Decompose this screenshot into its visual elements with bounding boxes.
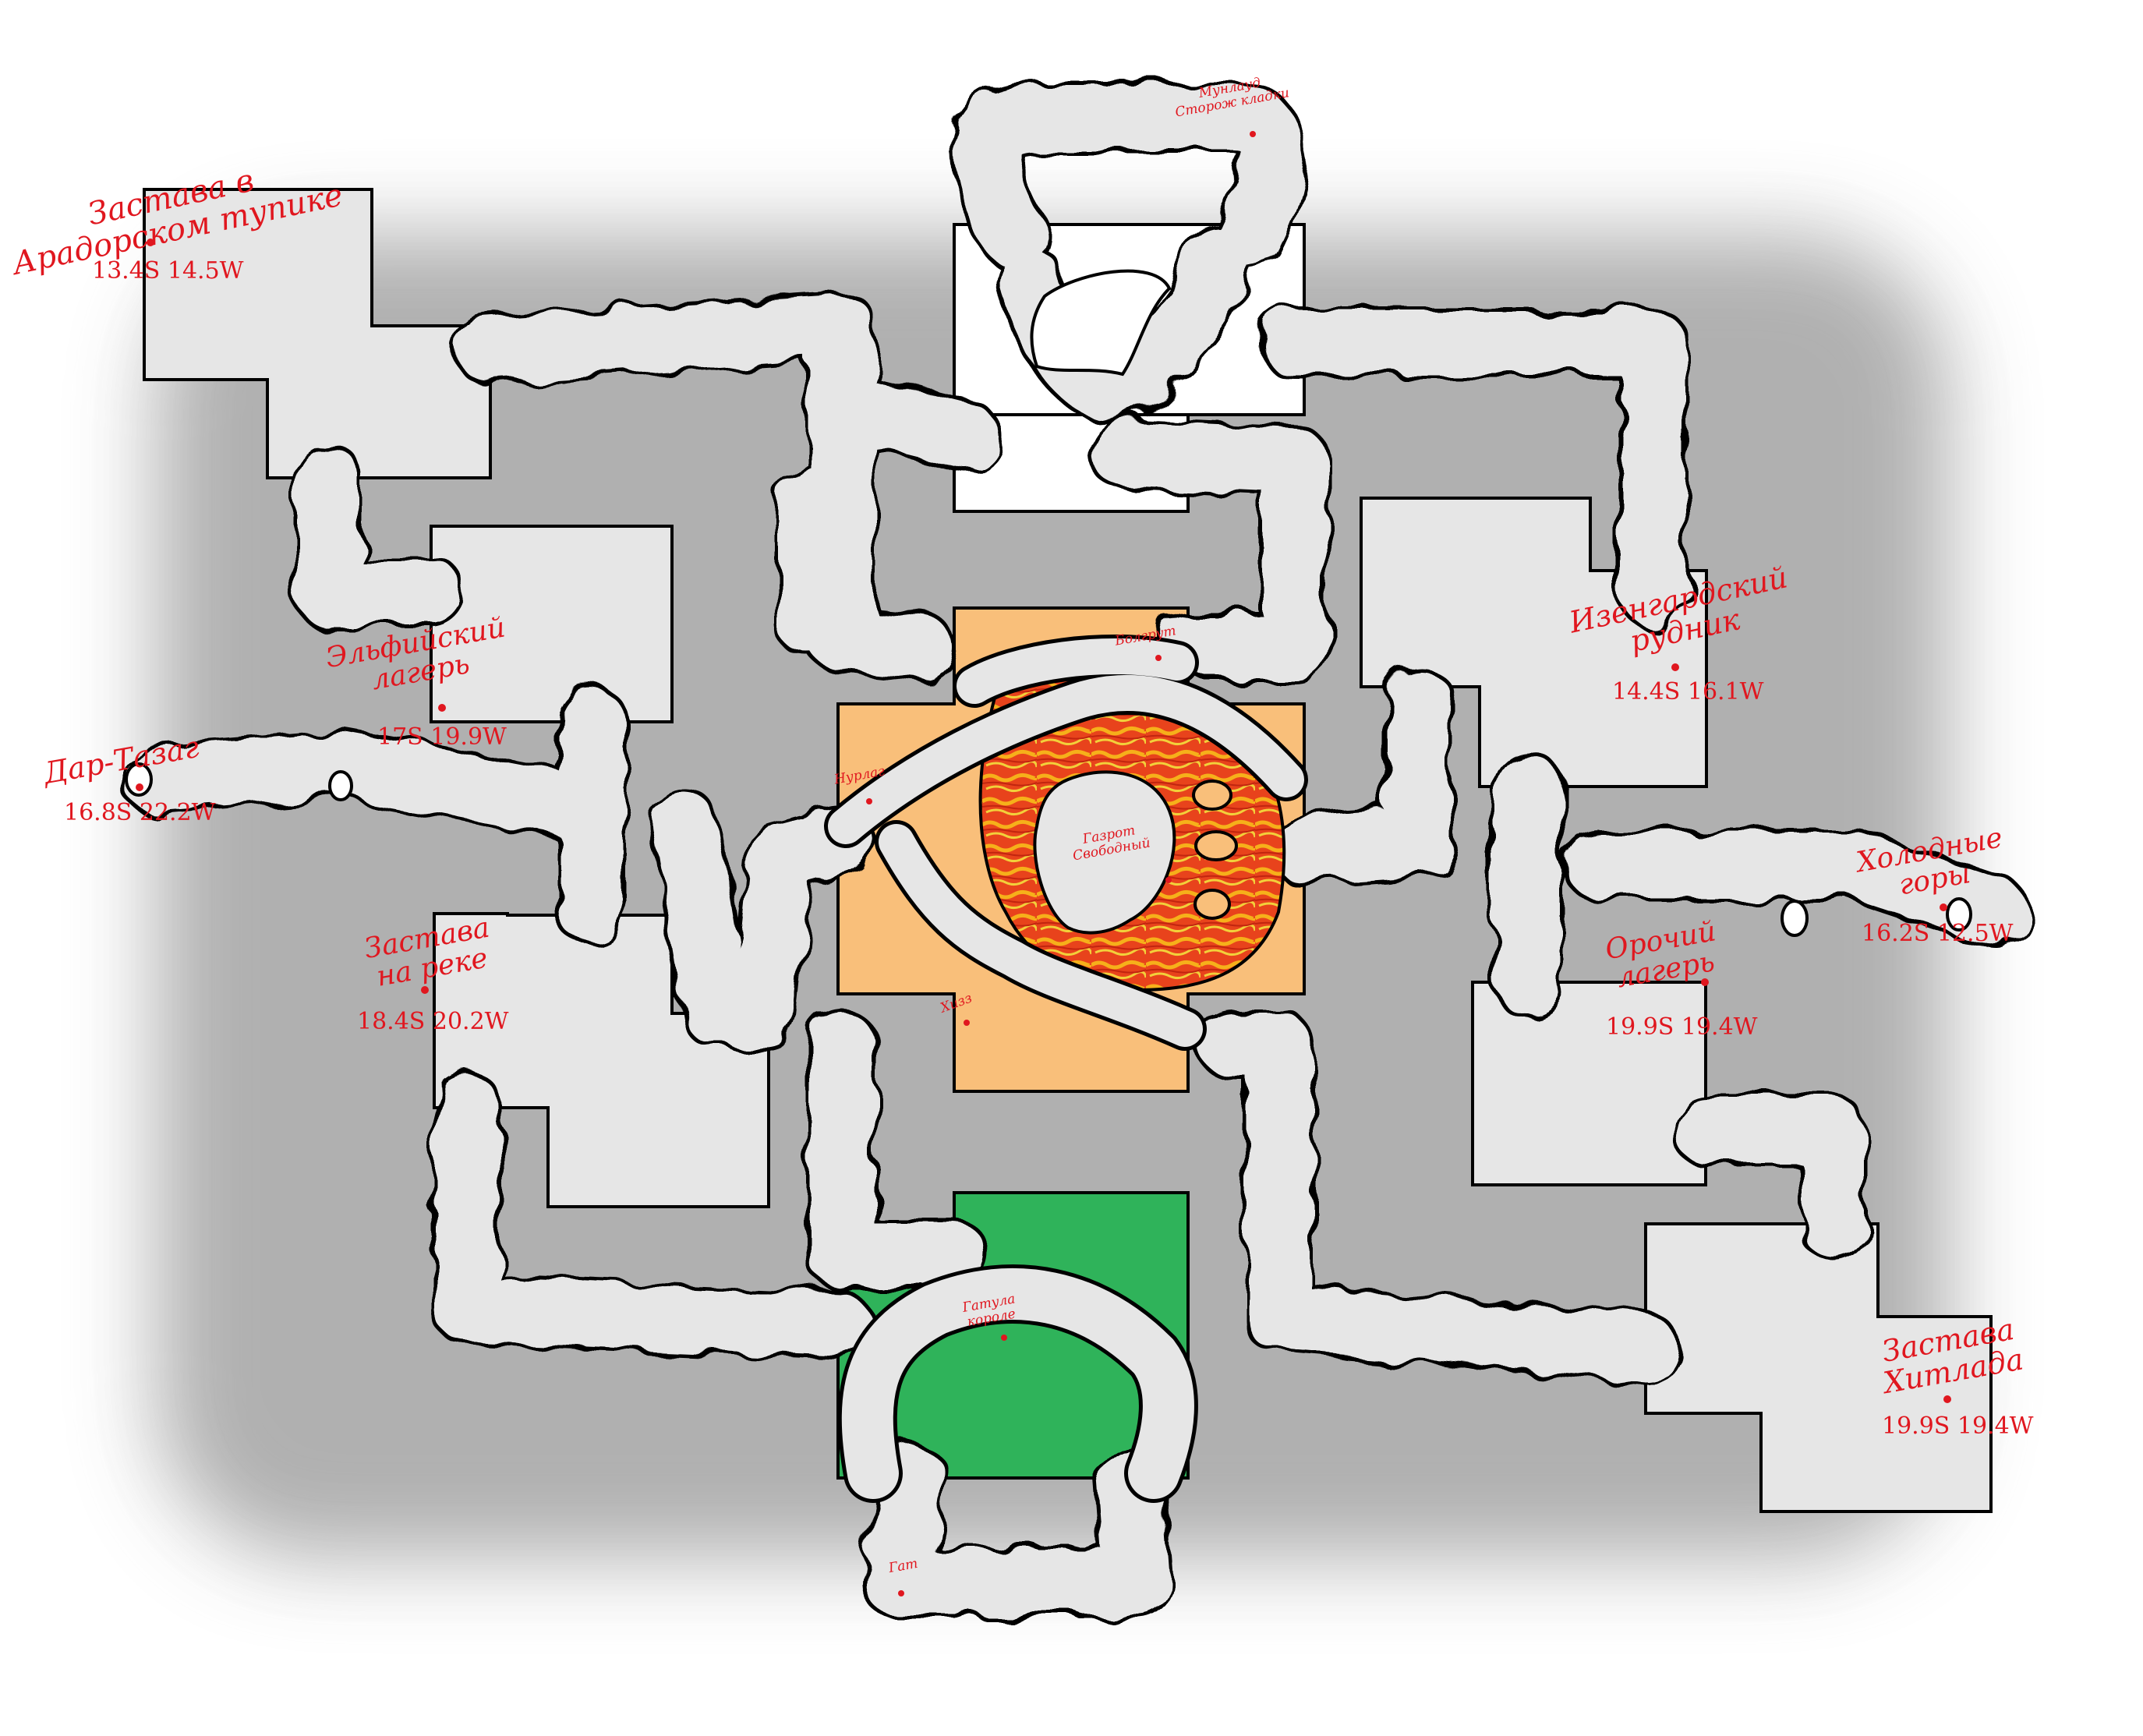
marker-coords: 13.4S 14.5W [92, 257, 244, 285]
pillars [125, 762, 1972, 937]
marker-dot [136, 783, 143, 791]
room-hitlada [1644, 1222, 1993, 1513]
boss-dot [898, 1590, 904, 1596]
caves [120, 81, 2032, 1618]
marker-dot [1943, 1395, 1951, 1403]
lava-ramps [824, 634, 1308, 1051]
marker-dot [1701, 978, 1709, 986]
marker-coords: 19.9S 19.4W [1606, 1013, 1758, 1041]
room-orc-camp [1471, 981, 1707, 1186]
marker-coords: 18.4S 20.2W [357, 1008, 509, 1035]
boss-dot [866, 798, 872, 804]
marker-dot [421, 986, 429, 994]
marker-dot [1940, 903, 1947, 911]
boss-dot [1155, 655, 1162, 661]
boss-dot [1250, 131, 1256, 137]
room-aradorsk [143, 188, 492, 479]
rooms [143, 188, 1993, 1513]
marker-coords: 19.9S 19.4W [1882, 1412, 2034, 1440]
room-elf-camp [430, 525, 674, 723]
marker-dot [147, 239, 154, 246]
gate-structure [1030, 269, 1172, 377]
boss-dot [1001, 1335, 1007, 1341]
boss-dot [1165, 877, 1172, 883]
marker-coords: 16.8S 22.2W [64, 799, 216, 826]
marker-coords: 16.2S 12.5W [1862, 920, 2014, 947]
marker-dot [1671, 663, 1679, 671]
spider-passage [837, 1264, 1198, 1503]
marker-dot [438, 704, 446, 712]
boss-dot [964, 1020, 970, 1026]
lava-arena [978, 668, 1286, 992]
marker-coords: 14.4S 16.1W [1612, 678, 1764, 705]
marker-coords: 17S 19.9W [377, 723, 507, 751]
